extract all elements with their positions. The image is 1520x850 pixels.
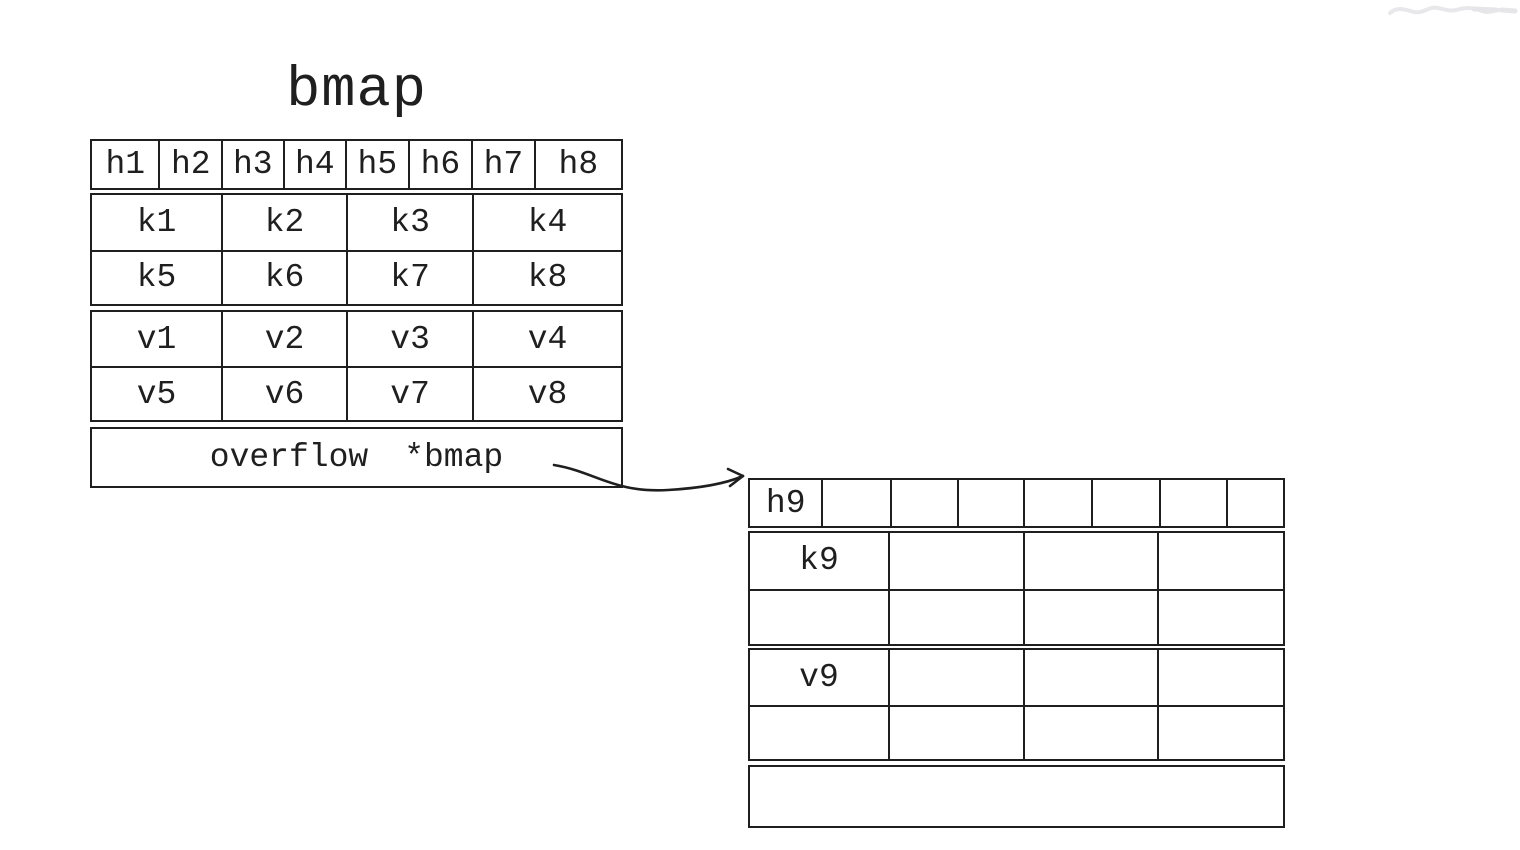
- key-cell: [1022, 588, 1157, 644]
- value-cell: v9: [799, 658, 839, 696]
- value-cell: [1156, 704, 1283, 759]
- tophash-cell: [957, 480, 1023, 526]
- value-cell: v2: [221, 312, 346, 366]
- overflow-keys-block: k9: [748, 531, 1285, 646]
- tophash-cell: h3: [221, 141, 283, 188]
- overflow-field-label: overflow: [209, 439, 369, 476]
- key-cell: k5: [92, 249, 222, 305]
- tophash-cell: [1226, 480, 1283, 526]
- overflow-tophash-row: h9: [748, 478, 1285, 528]
- key-cell: k7: [346, 249, 473, 304]
- key-cell: [887, 533, 1023, 589]
- tophash-cell: h9: [765, 484, 806, 522]
- value-cell: [1156, 650, 1283, 705]
- key-cell: [1022, 533, 1157, 589]
- key-cell: k4: [472, 195, 621, 250]
- tophash-cell: h7: [471, 141, 534, 188]
- tophash-cell: [1022, 480, 1092, 526]
- value-cell: v7: [346, 366, 473, 420]
- key-cell: k3: [346, 195, 472, 250]
- tophash-cell: h1: [105, 146, 146, 183]
- key-cell: [1156, 533, 1283, 589]
- tophash-cell: [821, 480, 889, 526]
- overflow-bucket-overflow-row: [748, 765, 1285, 828]
- key-cell: k6: [221, 249, 347, 304]
- tophash-cell: h6: [407, 141, 472, 188]
- value-cell: v1: [136, 320, 177, 358]
- bmap-bucket: h1 h2 h3 h4 h5 h6 h7 h8 k1 k2 k3 k4 k5 k…: [90, 139, 623, 488]
- bmap-tophash-row: h1 h2 h3 h4 h5 h6 h7 h8: [90, 139, 623, 190]
- overflow-values-block: v9: [748, 648, 1285, 761]
- tophash-cell: [1158, 480, 1227, 526]
- value-cell: [887, 650, 1023, 705]
- value-cell: v3: [346, 312, 472, 366]
- bucket-title: bmap: [286, 59, 427, 123]
- value-cell: v6: [221, 366, 347, 420]
- key-cell: [750, 588, 888, 645]
- bmap-overflow-row: overflow *bmap: [90, 427, 623, 488]
- watermark-scribble-icon: [1388, 5, 1518, 15]
- key-cell: k2: [221, 195, 346, 250]
- value-cell: v5: [92, 366, 222, 420]
- overflow-bucket: h9 k9 v9: [748, 478, 1285, 828]
- bmap-keys-block: k1 k2 k3 k4 k5 k6 k7 k8: [90, 193, 623, 306]
- tophash-cell: h4: [282, 141, 346, 188]
- tophash-cell: [1091, 480, 1158, 526]
- bmap-values-block: v1 v2 v3 v4 v5 v6 v7 v8: [90, 310, 623, 422]
- tophash-cell: h8: [533, 141, 621, 188]
- tophash-cell: h2: [158, 141, 221, 188]
- overflow-pointer-cell: overflow *bmap: [210, 439, 503, 476]
- value-cell: [1022, 650, 1157, 705]
- value-cell: [887, 704, 1023, 759]
- value-cell: [750, 704, 888, 760]
- overflow-type-label: *bmap: [404, 439, 504, 476]
- tophash-cell: h5: [345, 141, 408, 188]
- key-cell: k1: [136, 203, 177, 241]
- key-cell: k9: [799, 542, 839, 580]
- key-cell: [887, 588, 1023, 644]
- tophash-cell: [889, 480, 958, 526]
- key-cell: k8: [472, 249, 621, 304]
- key-cell: [1156, 588, 1283, 644]
- value-cell: [1022, 704, 1157, 759]
- value-cell: v8: [472, 366, 621, 420]
- value-cell: v4: [472, 312, 621, 366]
